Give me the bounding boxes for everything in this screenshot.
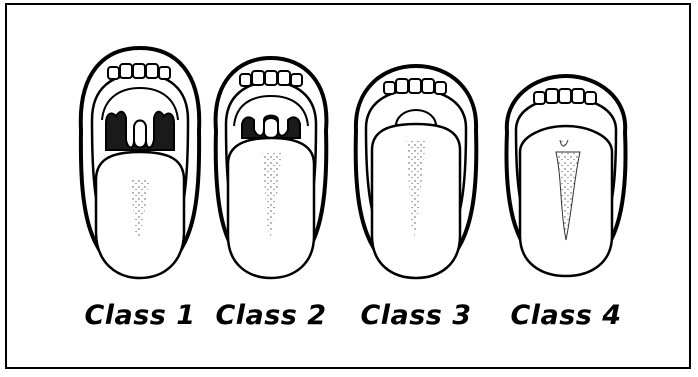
mouth-class-1 [81,48,199,278]
uvula [134,121,146,148]
teeth [534,89,596,104]
mouth-class-3 [356,66,477,278]
teeth [108,64,170,79]
teeth [384,79,446,94]
teeth [240,71,302,86]
uvula [264,118,278,138]
mouth-class-2 [216,58,327,278]
mouth-class-4 [506,76,625,276]
